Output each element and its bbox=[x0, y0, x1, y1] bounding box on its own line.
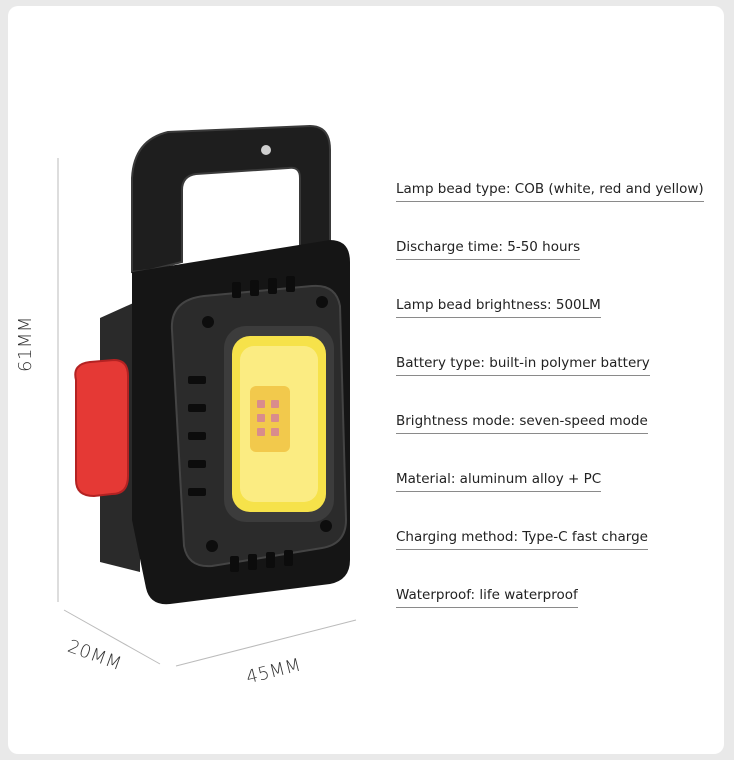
spec-item: Brightness mode: seven-speed mode bbox=[396, 410, 696, 468]
width-dimension-line bbox=[175, 619, 357, 667]
spec-list: Lamp bead type: COB (white, red and yell… bbox=[396, 178, 704, 642]
spec-label: Lamp bead type: COB (white, red and yell… bbox=[396, 181, 704, 202]
screw-icon bbox=[206, 540, 218, 552]
depth-dimension-line bbox=[63, 609, 161, 665]
grip-ribs bbox=[188, 276, 295, 572]
spec-item: Discharge time: 5-50 hours bbox=[396, 236, 696, 294]
type-c-port-cover bbox=[74, 358, 129, 498]
spec-item: Battery type: built-in polymer battery bbox=[396, 352, 696, 410]
spec-item: Material: aluminum alloy + PC bbox=[396, 468, 696, 526]
height-dimension-label: 61MM bbox=[15, 316, 36, 372]
spec-label: Charging method: Type-C fast charge bbox=[396, 529, 648, 550]
screw-icon bbox=[261, 145, 271, 155]
spec-label: Brightness mode: seven-speed mode bbox=[396, 413, 648, 434]
spec-item: Waterproof: life waterproof bbox=[396, 584, 696, 642]
led-chip-area bbox=[250, 386, 290, 452]
spec-item: Charging method: Type-C fast charge bbox=[396, 526, 696, 584]
spec-item: Lamp bead brightness: 500LM bbox=[396, 294, 696, 352]
screw-icon bbox=[202, 316, 214, 328]
carabiner-loop bbox=[131, 124, 331, 274]
screw-icon bbox=[316, 296, 328, 308]
spec-item: Lamp bead type: COB (white, red and yell… bbox=[396, 178, 704, 236]
screw-icon bbox=[320, 520, 332, 532]
spec-label: Battery type: built-in polymer battery bbox=[396, 355, 650, 376]
red-led-dots bbox=[257, 400, 279, 436]
spec-label: Material: aluminum alloy + PC bbox=[396, 471, 602, 492]
spec-label: Discharge time: 5-50 hours bbox=[396, 239, 581, 260]
spec-label: Waterproof: life waterproof bbox=[396, 587, 578, 608]
spec-label: Lamp bead brightness: 500LM bbox=[396, 297, 601, 318]
